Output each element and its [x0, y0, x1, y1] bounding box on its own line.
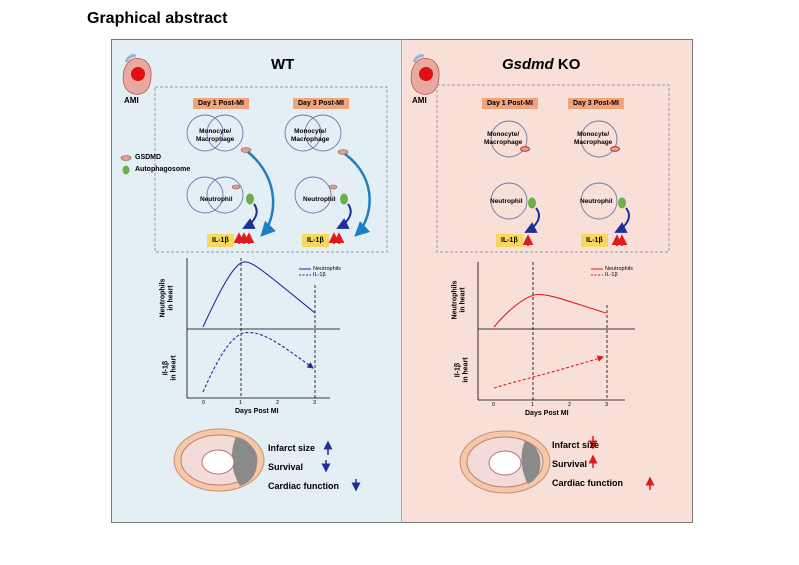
wt-il1b-box-2: IL-1β — [302, 234, 329, 247]
wt-tick-2: 2 — [276, 400, 280, 406]
wt-tick-1: 1 — [239, 400, 243, 406]
ko-tick-2: 2 — [568, 402, 572, 408]
wt-neutrophil-label-2: Neutrophil — [303, 196, 336, 203]
ko-neutrophil-label-2: Neutrophil — [580, 198, 613, 205]
ko-outcome-arrows — [588, 436, 655, 490]
wt-xlabel: Days Post MI — [235, 408, 279, 415]
wt-ami-label: AMI — [124, 96, 139, 105]
ko-day3-label: Day 3 Post-MI — [568, 98, 624, 109]
ko-heart-section — [459, 430, 551, 494]
wt-il1b-box-1: IL-1β — [207, 234, 234, 247]
ko-graph — [477, 262, 635, 401]
wt-autophagosome-1 — [246, 193, 254, 205]
wt-day3-cells — [284, 114, 342, 214]
ko-il1b-up-arrows — [522, 234, 628, 246]
ko-title-suffix: KO — [553, 56, 581, 73]
ko-ylabel-neutrophils: Neutrophils in heart — [451, 280, 467, 320]
wt-autophagosome-2 — [340, 193, 348, 205]
ko-il1b-box-2: IL-1β — [581, 234, 608, 247]
wt-day1-label: Day 1 Post-MI — [193, 98, 249, 109]
ko-xlabel: Days Post MI — [525, 410, 569, 417]
ko-neutrophil-curve — [493, 293, 607, 328]
wt-il1b-up-arrows — [233, 232, 345, 244]
wt-outcome-infarct: Infarct size — [268, 443, 316, 453]
wt-outcome-cardiac: Cardiac function — [268, 481, 340, 491]
ko-panel — [401, 39, 693, 523]
ko-outcome-infarct: Infarct size — [552, 440, 600, 450]
ko-monocyte-label-2: Monocyte/ Macrophage — [574, 131, 613, 146]
wt-day1-cells — [186, 114, 244, 214]
ko-graph-legend-neutrophils: Neutrophils — [605, 266, 633, 272]
wt-heart-section — [173, 428, 265, 492]
wt-outcome-arrows — [321, 440, 361, 492]
ko-monocyte-label-1: Monocyte/ Macrophage — [484, 131, 523, 146]
wt-tick-3: 3 — [313, 400, 317, 406]
legend-gsdmd: GSDMD — [135, 154, 162, 161]
wt-graph — [186, 258, 340, 399]
wt-graph-legend-il1b: IL-1β — [313, 272, 326, 278]
wt-monocyte-label-2: Monocyte/ Macrophage — [291, 128, 330, 143]
ko-heart-icon — [410, 54, 440, 95]
ko-graph-legend-il1b: IL-1β — [605, 272, 618, 278]
ko-il1b-box-1: IL-1β — [496, 234, 523, 247]
wt-ylabel-il1b: Il-1β in heart — [162, 355, 178, 381]
wt-title: WT — [271, 56, 295, 73]
ko-dashed-box — [436, 84, 670, 253]
ko-ami-label: AMI — [412, 96, 427, 105]
ko-day1-label: Day 1 Post-MI — [482, 98, 538, 109]
ko-tick-0: 0 — [492, 402, 496, 408]
page-title: Graphical abstract — [87, 10, 228, 27]
ko-il1b-curve — [493, 355, 605, 389]
wt-day3-label: Day 3 Post-MI — [293, 98, 349, 109]
wt-dashed-box — [154, 86, 388, 253]
ko-tick-3: 3 — [605, 402, 609, 408]
wt-neutrophil-curve — [202, 261, 316, 328]
ko-neutrophil-label-1: Neutrophil — [490, 198, 523, 205]
wt-heart-icon — [122, 54, 152, 95]
wt-graph-legend-neutrophils: Neutrophils — [313, 266, 341, 272]
ko-outcome-survival: Survival — [552, 459, 588, 469]
autophagosome-legend-icon — [122, 165, 130, 175]
ko-ylabel-il1b: Il-1β in heart — [454, 357, 470, 383]
ko-cells — [490, 120, 618, 220]
wt-il1b-curve — [202, 331, 314, 393]
ko-outcome-cardiac: Cardiac function — [552, 478, 624, 488]
legend-autophagosome: Autophagosome — [135, 166, 191, 173]
wt-tick-0: 0 — [202, 400, 206, 406]
wt-ylabel-neutrophils: Neutrophils in heart — [159, 278, 175, 318]
wt-neutrophil-label-1: Neutrophil — [200, 196, 233, 203]
wt-monocyte-label-1: Monocyte/ Macrophage — [196, 128, 235, 143]
gsdmd-legend-icon — [120, 155, 132, 161]
ko-title: Gsdmd KO — [502, 56, 580, 73]
ko-tick-1: 1 — [531, 402, 535, 408]
wt-outcome-survival: Survival — [268, 462, 304, 472]
ko-title-gene: Gsdmd — [502, 56, 554, 73]
